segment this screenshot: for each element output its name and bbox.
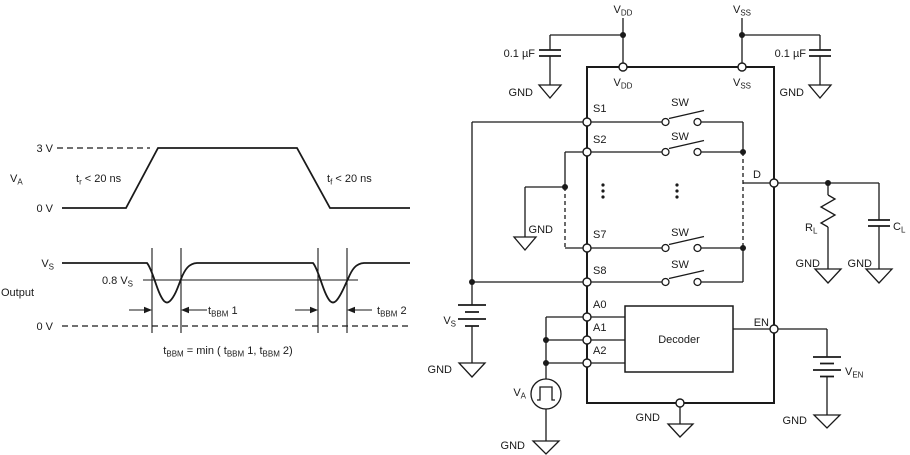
bypass-cap-left [539, 49, 561, 57]
vdd-supply-label: VDD [614, 4, 633, 18]
0v-label-bottom: 0 V [36, 321, 53, 333]
tbbm2-arrows [295, 306, 372, 314]
pulse-icon [537, 386, 555, 401]
fall-time-label: tf < 20 ns [327, 173, 372, 187]
switch-row-wires [587, 121, 743, 283]
decoder-block [624, 305, 734, 373]
s7-pin-label: S7 [593, 229, 606, 241]
vss-pin [737, 62, 747, 72]
va-axis-label: VA [10, 173, 23, 187]
a1-pin-label: A1 [593, 322, 606, 334]
vs-battery [457, 304, 487, 378]
gnd-label: GND [428, 364, 453, 376]
s1-pin [582, 117, 592, 127]
vdd-pin [618, 62, 628, 72]
tbbm1-arrows [129, 306, 207, 314]
sw-label: SW [671, 131, 689, 143]
gnd-label: GND [796, 258, 821, 270]
ground-symbol [807, 84, 833, 100]
threshold-label: 0.8 VS [102, 275, 133, 289]
output-wave [62, 262, 410, 304]
tbbm1-label: tBBM 1 [208, 305, 238, 319]
3v-label: 3 V [36, 143, 53, 155]
measurement-vertical-lines [151, 248, 348, 333]
va-pulse-source [530, 378, 562, 410]
vss-supply-label: VSS [733, 4, 751, 18]
gnd-label: GND [636, 412, 661, 424]
ven-source-label: VEN [845, 366, 864, 380]
ground-symbol [537, 84, 563, 100]
switch-levers [668, 109, 705, 280]
rl-label: RL [805, 222, 818, 236]
ground-symbol [813, 268, 843, 284]
bypass-cap-value-right: 0.1 µF [775, 48, 807, 60]
ground-symbol [512, 236, 538, 252]
vdd-pin-label: VDD [614, 77, 633, 91]
vs-level-label: VS [41, 258, 54, 272]
cl-capacitor [868, 219, 890, 227]
rise-time-label: tr < 20 ns [76, 173, 122, 187]
d-pin [769, 178, 779, 188]
s2-pin [582, 147, 592, 157]
tbbm-formula: tBBM = min ( tBBM 1, tBBM 2) [163, 345, 292, 359]
gnd-label: GND [780, 87, 805, 99]
sw-label: SW [671, 227, 689, 239]
va-source-label: VA [513, 387, 526, 401]
decoder-label: Decoder [658, 334, 700, 346]
enable-wires [733, 328, 828, 415]
output-axis-label: Output [1, 287, 34, 299]
junction-dots [469, 32, 831, 366]
vs-source-label: VS [443, 315, 456, 329]
a2-pin-label: A2 [593, 345, 606, 357]
s2-s7-ground-wires [524, 151, 587, 249]
ground-symbol [531, 440, 561, 455]
s2-pin-label: S2 [593, 134, 606, 146]
output-bus [742, 122, 774, 282]
gnd-label: GND [509, 87, 534, 99]
ground-symbol [666, 423, 695, 438]
a0-pin [582, 312, 592, 322]
en-pin [769, 324, 779, 334]
va-trapezoid-wave [62, 147, 410, 209]
gnd-label: GND [848, 258, 873, 270]
output-waveform [62, 248, 410, 333]
bypass-cap-value-left: 0.1 µF [504, 48, 536, 60]
va-input-waveform [57, 147, 410, 209]
gnd-label: GND [501, 440, 526, 452]
s7-pin [582, 243, 592, 253]
cl-label: CL [893, 221, 906, 235]
s8-pin-label: S8 [593, 265, 606, 277]
ellipsis-dots [601, 183, 679, 199]
gnd-pin [675, 398, 685, 408]
rl-resistor [819, 194, 837, 228]
supply-rails [622, 18, 743, 67]
vs-feed-wires [471, 121, 587, 305]
en-pin-label: EN [754, 317, 769, 329]
gnd-label: GND [529, 224, 554, 236]
a1-pin [582, 335, 592, 345]
s1-pin-label: S1 [593, 103, 606, 115]
sw-label: SW [671, 97, 689, 109]
a0-pin-label: A0 [593, 299, 606, 311]
ic-pin-terminals [582, 62, 779, 408]
tbbm2-label: tBBM 2 [377, 305, 407, 319]
ground-symbol [812, 414, 842, 429]
s8-pin [582, 277, 592, 287]
analog-switches [661, 109, 705, 287]
ven-battery [812, 356, 842, 429]
sw-label: SW [671, 259, 689, 271]
0v-label-top: 0 V [36, 203, 53, 215]
ground-symbol [864, 268, 894, 284]
ground-symbol [457, 362, 487, 378]
gnd-label: GND [783, 415, 808, 427]
d-pin-label: D [753, 169, 761, 181]
circuit-wires [457, 18, 894, 455]
bypass-cap-right [809, 49, 831, 57]
a2-pin [582, 358, 592, 368]
vss-pin-label: VSS [733, 77, 751, 91]
